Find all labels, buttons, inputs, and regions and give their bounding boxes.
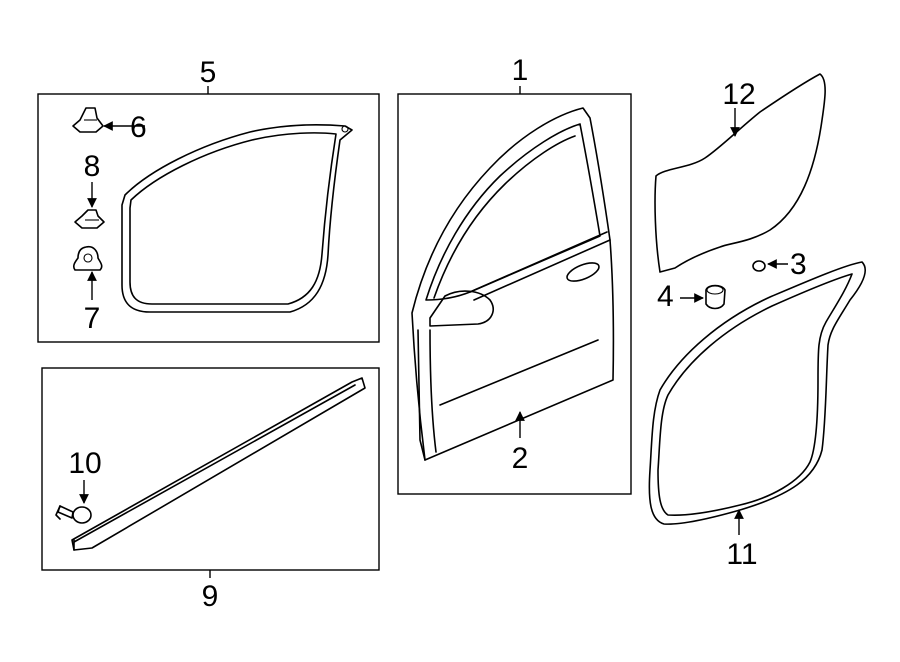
callout-6: 6	[130, 111, 147, 144]
rocker-moulding[interactable]	[71, 377, 366, 551]
weatherstrip-part[interactable]	[121, 124, 353, 313]
callout-11: 11	[726, 538, 757, 571]
body-weatherstrip-11[interactable]	[648, 261, 866, 525]
callout-12: 12	[722, 78, 755, 111]
clip-6[interactable]	[72, 107, 104, 133]
callout-5: 5	[200, 56, 217, 89]
clip-10[interactable]	[55, 505, 92, 524]
callout-2: 2	[512, 442, 529, 475]
callout-7: 7	[84, 302, 101, 335]
callout-8: 8	[84, 150, 101, 183]
callout-9: 9	[202, 580, 219, 613]
door-shell[interactable]	[411, 107, 615, 461]
stopper-4[interactable]	[705, 284, 726, 310]
callout-3: 3	[790, 248, 807, 281]
group-box-5: 5 6 8 7	[37, 56, 380, 343]
clip-7[interactable]	[72, 245, 103, 271]
callout-4: 4	[657, 280, 674, 313]
plug-3[interactable]	[752, 260, 766, 272]
group-box-1: 1 2	[397, 54, 632, 495]
water-shield[interactable]	[654, 73, 826, 273]
group-frame-1	[397, 93, 632, 495]
callout-1: 1	[512, 54, 529, 87]
clip-8[interactable]	[74, 209, 105, 229]
callout-10: 10	[68, 447, 101, 480]
group-box-9: 9 10	[41, 367, 380, 613]
